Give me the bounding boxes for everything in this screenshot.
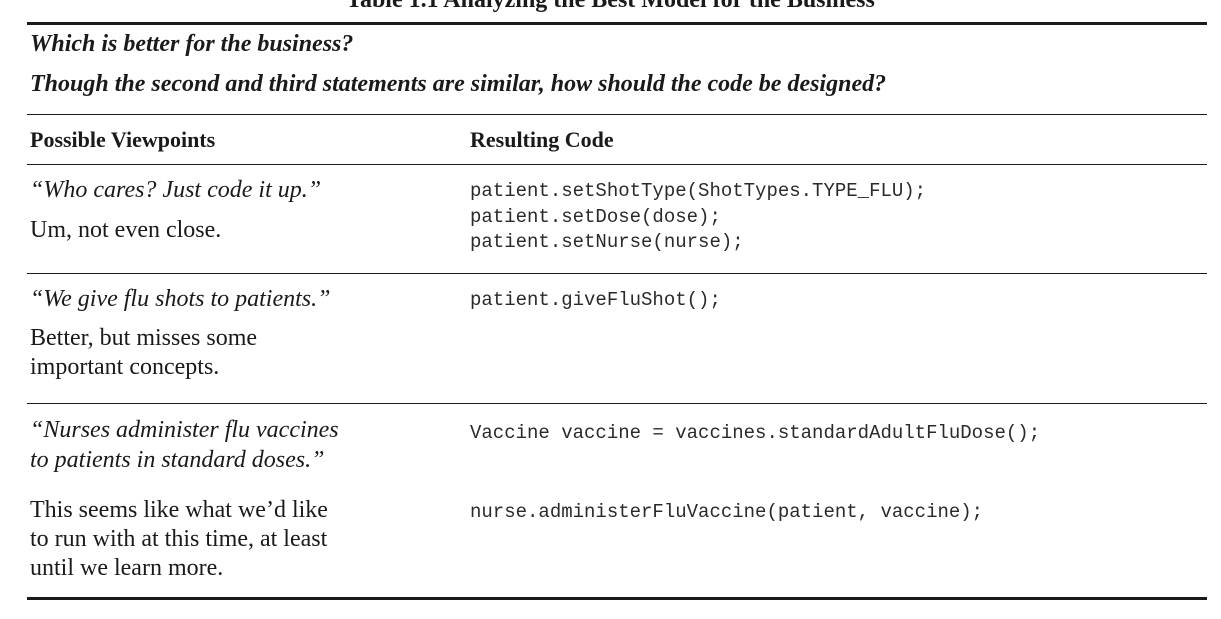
- header-top-rule: [27, 114, 1207, 115]
- column-header-viewpoints: Possible Viewpoints: [30, 127, 216, 152]
- row-3-viewpoint-quote-line-2: to patients in standard doses.”: [30, 447, 325, 473]
- row-2-viewpoint-quote: “We give flu shots to patients.”: [30, 286, 331, 312]
- row-1-bottom-rule: [27, 273, 1207, 274]
- row-1-viewpoint-quote: “Who cares? Just code it up.”: [30, 177, 322, 203]
- table-top-rule: [27, 22, 1207, 25]
- row-3-viewpoint-note-line-1: This seems like what we’d like: [30, 497, 328, 523]
- column-header-code: Resulting Code: [470, 127, 614, 152]
- question-line-2: Though the second and third statements a…: [30, 71, 887, 97]
- table-bottom-rule: [27, 597, 1207, 600]
- row-3-viewpoint-note-line-3: until we learn more.: [30, 555, 224, 581]
- row-3-viewpoint-note-line-2: to run with at this time, at least: [30, 526, 328, 552]
- header-bottom-rule: [27, 164, 1207, 165]
- table-caption: Table 1.1 Analyzing the Best Model for t…: [346, 0, 875, 13]
- row-2-bottom-rule: [27, 403, 1207, 404]
- row-3-code-line-2: nurse.administerFluVaccine(patient, vacc…: [470, 501, 984, 523]
- row-3-viewpoint-quote-line-1: “Nurses administer flu vaccines: [30, 417, 339, 443]
- row-1-viewpoint-note: Um, not even close.: [30, 217, 222, 243]
- row-1-code-line-3: patient.setNurse(nurse);: [470, 231, 744, 253]
- row-3-code-line-1: Vaccine vaccine = vaccines.standardAdult…: [470, 422, 1041, 444]
- question-line-1: Which is better for the business?: [30, 31, 354, 57]
- row-2-viewpoint-note-line-1: Better, but misses some: [30, 325, 258, 351]
- row-1-code-line-1: patient.setShotType(ShotTypes.TYPE_FLU);: [470, 180, 927, 202]
- row-1-code-line-2: patient.setDose(dose);: [470, 206, 721, 228]
- row-2-viewpoint-note-line-2: important concepts.: [30, 354, 220, 380]
- row-2-code-line-1: patient.giveFluShot();: [470, 289, 721, 311]
